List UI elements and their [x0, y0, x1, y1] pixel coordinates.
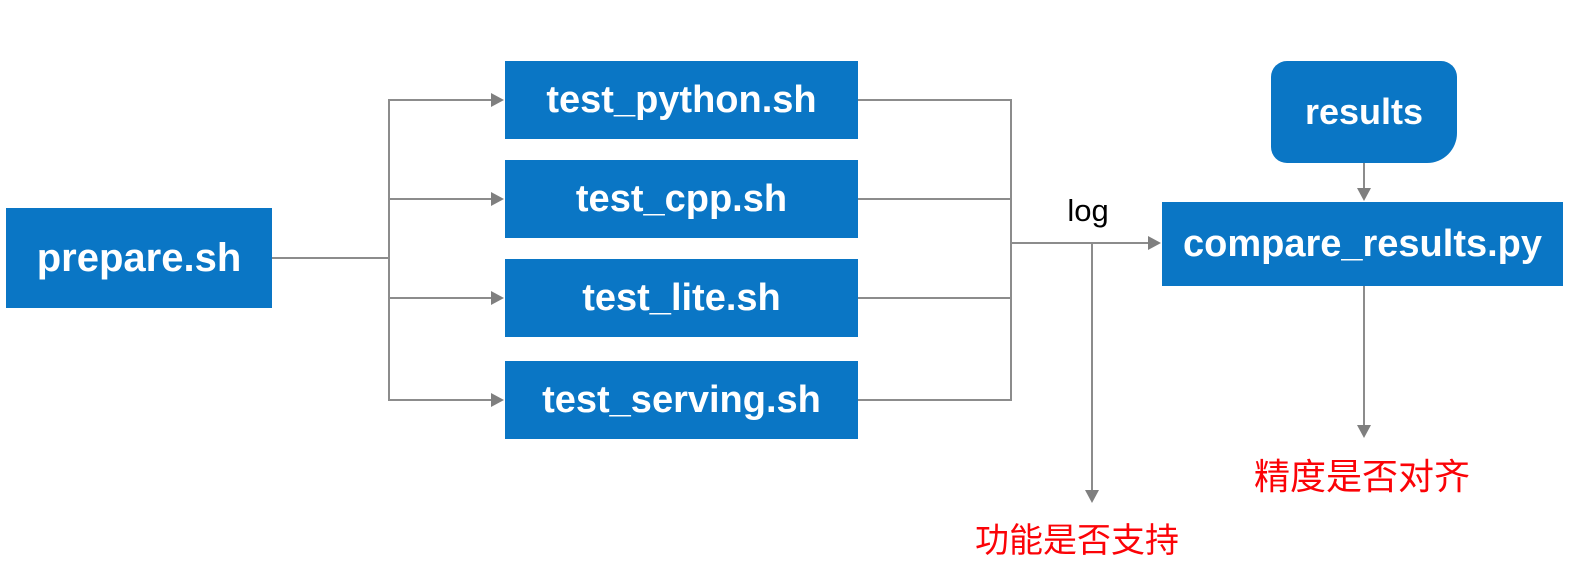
connector-compare-down	[1363, 286, 1365, 426]
arrowhead-down-icon	[1357, 425, 1371, 438]
arrowhead-right-icon	[491, 393, 504, 407]
connector-to-test-cpp	[388, 198, 492, 200]
connector-fanin-vertical	[1010, 99, 1012, 401]
outcome-label-accuracy-aligned: 精度是否对齐	[1253, 456, 1470, 497]
connector-to-test-lite	[388, 297, 492, 299]
connector-to-test-python	[388, 99, 492, 101]
node-compare-results-py: compare_results.py	[1162, 202, 1563, 286]
outcome-label-function-support: 功能是否支持	[975, 522, 1179, 560]
node-results: results	[1271, 61, 1457, 163]
arrowhead-down-icon	[1357, 188, 1371, 201]
arrowhead-right-icon	[491, 192, 504, 206]
node-test-lite-sh: test_lite.sh	[505, 259, 858, 337]
edge-label-log: log	[1067, 193, 1109, 228]
connector-fanout-vertical	[388, 100, 390, 401]
arrowhead-right-icon	[491, 291, 504, 305]
connector-to-test-serving	[388, 399, 492, 401]
connector-log-branch-down	[1091, 243, 1093, 491]
connector-test-python-out	[858, 99, 1011, 101]
connector-test-serving-out	[858, 399, 1011, 401]
arrowhead-down-icon	[1085, 490, 1099, 503]
connector-test-lite-out	[858, 297, 1011, 299]
connector-test-cpp-out	[858, 198, 1011, 200]
node-test-cpp-sh: test_cpp.sh	[505, 160, 858, 238]
arrowhead-right-icon	[1148, 236, 1161, 250]
arrowhead-right-icon	[491, 93, 504, 107]
connector-log-to-compare	[1010, 242, 1149, 244]
connector-prepare-out	[272, 257, 389, 259]
node-prepare-sh: prepare.sh	[6, 208, 272, 308]
connector-results-to-compare	[1363, 163, 1365, 189]
node-test-serving-sh: test_serving.sh	[505, 361, 858, 439]
node-test-python-sh: test_python.sh	[505, 61, 858, 139]
